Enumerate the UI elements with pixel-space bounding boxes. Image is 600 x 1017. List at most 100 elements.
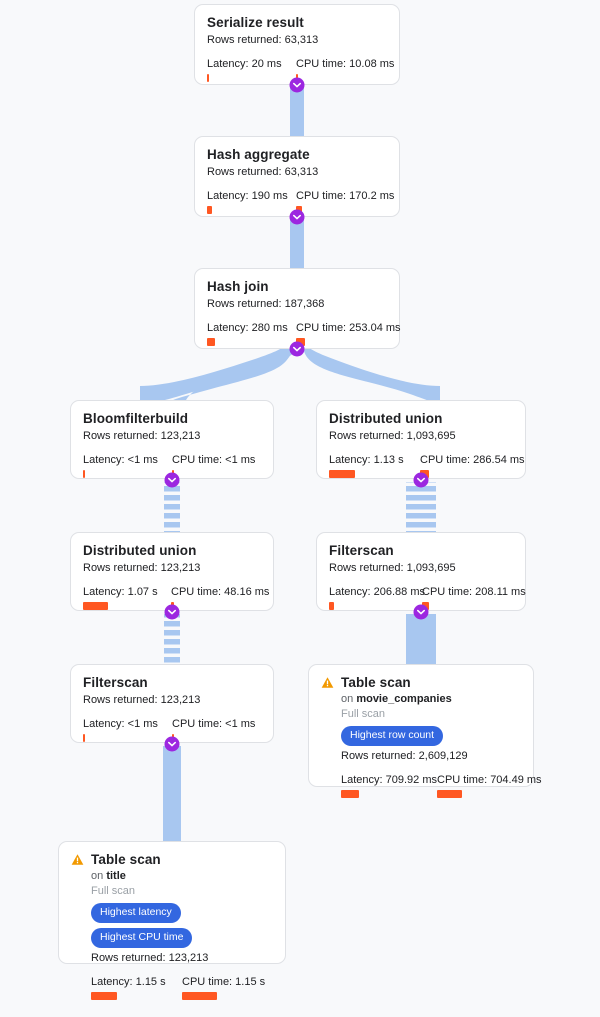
latency-label: Latency: 280 ms xyxy=(207,322,288,334)
node-metrics: Latency: 1.07 s CPU time: 48.16 ms xyxy=(83,585,269,610)
latency-bar xyxy=(83,734,85,742)
latency-label: Latency: 190 ms xyxy=(207,190,288,202)
cpu-time-bar xyxy=(296,338,305,346)
chevron-down-icon xyxy=(289,209,305,225)
connector-distributed-union-left[interactable] xyxy=(164,604,180,620)
cpu-time-bar xyxy=(182,992,217,1000)
latency-label: Latency: 1.07 s xyxy=(83,586,158,598)
badge: Highest CPU time xyxy=(91,928,193,948)
connector-hash-join[interactable] xyxy=(289,341,305,357)
node-metrics: Latency: 190 ms CPU time: 170.2 ms xyxy=(207,189,395,214)
node-rows-returned: Rows returned: 63,313 xyxy=(207,166,319,178)
connector-filterscan-right[interactable] xyxy=(413,604,429,620)
latency-metric: Latency: <1 ms xyxy=(83,717,172,742)
node-title: Hash join xyxy=(207,279,269,294)
badge-list: Highest row count xyxy=(341,726,521,746)
latency-bar xyxy=(329,602,334,610)
edge-hashaggregate-hashjoin xyxy=(290,217,304,271)
node-metrics: Latency: 20 ms CPU time: 10.08 ms xyxy=(207,57,394,82)
edge-distributedunion-filterscan xyxy=(406,482,436,534)
node-metrics: Latency: 1.13 s CPU time: 286.54 ms xyxy=(329,453,525,478)
on-prefix: on xyxy=(341,693,354,705)
latency-metric: Latency: 280 ms xyxy=(207,321,296,346)
latency-bar xyxy=(341,790,359,798)
node-title: Distributed union xyxy=(329,411,443,426)
cpu-time-metric: CPU time: 208.11 ms xyxy=(422,585,526,610)
latency-metric: Latency: 1.13 s xyxy=(329,453,420,478)
chevron-down-icon xyxy=(413,604,429,620)
node-metrics: Latency: 1.15 s CPU time: 1.15 s xyxy=(91,975,273,1000)
latency-label: Latency: 20 ms xyxy=(207,58,282,70)
chevron-down-icon xyxy=(289,77,305,93)
connector-bloomfilterbuild[interactable] xyxy=(164,472,180,488)
cpu-time-label: CPU time: 253.04 ms xyxy=(296,322,401,334)
chevron-down-icon xyxy=(289,341,305,357)
connector-serialize-result[interactable] xyxy=(289,77,305,93)
node-rows-returned: Rows returned: 123,213 xyxy=(91,952,209,964)
connector-hash-aggregate[interactable] xyxy=(289,209,305,225)
node-title: Hash aggregate xyxy=(207,147,310,162)
connector-filterscan-left[interactable] xyxy=(164,736,180,752)
cpu-time-metric: CPU time: 10.08 ms xyxy=(296,57,394,82)
cpu-time-label: CPU time: 286.54 ms xyxy=(420,454,525,466)
latency-metric: Latency: 20 ms xyxy=(207,57,296,82)
node-rows-returned: Rows returned: 187,368 xyxy=(207,298,325,310)
warning-icon xyxy=(321,676,334,694)
edge-bloomfilterbuild-distributedunion xyxy=(164,482,180,534)
node-subject: on movie_companies xyxy=(341,692,521,707)
node-metrics: Latency: 280 ms CPU time: 253.04 ms xyxy=(207,321,401,346)
latency-bar xyxy=(207,206,212,214)
latency-bar xyxy=(329,470,355,478)
node-scan-type: Full scan xyxy=(341,708,386,720)
edge-filterscan-tablescan-title xyxy=(163,746,181,843)
node-rows-returned: Rows returned: 123,213 xyxy=(83,562,201,574)
cpu-time-metric: CPU time: <1 ms xyxy=(172,453,261,478)
node-title: Filterscan xyxy=(83,675,148,690)
latency-metric: Latency: 1.07 s xyxy=(83,585,171,610)
node-subject-name: title xyxy=(106,870,126,882)
cpu-time-metric: CPU time: 253.04 ms xyxy=(296,321,401,346)
node-title: Serialize result xyxy=(207,15,304,30)
edge-filterscan-tablescan-movie-companies xyxy=(406,614,436,666)
latency-label: Latency: 1.15 s xyxy=(91,976,166,988)
latency-label: Latency: 206.88 ms xyxy=(329,586,426,598)
edge-serialize-hashaggregate xyxy=(290,85,304,139)
latency-label: Latency: 1.13 s xyxy=(329,454,404,466)
node-title: Bloomfilterbuild xyxy=(83,411,189,426)
chevron-down-icon xyxy=(413,472,429,488)
cpu-time-metric: CPU time: 170.2 ms xyxy=(296,189,395,214)
node-subject-name: movie_companies xyxy=(356,693,452,705)
cpu-time-metric: CPU time: 1.15 s xyxy=(182,975,273,1000)
chevron-down-icon xyxy=(164,736,180,752)
latency-bar xyxy=(91,992,117,1000)
latency-metric: Latency: 1.15 s xyxy=(91,975,182,1000)
node-rows-returned: Rows returned: 63,313 xyxy=(207,34,319,46)
badge: Highest latency xyxy=(91,903,181,923)
node-subject: on title xyxy=(91,869,273,884)
edge-hashjoin-distributedunion-band xyxy=(304,344,440,404)
node-rows-returned: Rows returned: 2,609,129 xyxy=(341,750,468,762)
latency-metric: Latency: 709.92 ms xyxy=(341,773,437,798)
cpu-time-label: CPU time: 208.11 ms xyxy=(422,586,526,598)
cpu-time-metric: CPU time: 48.16 ms xyxy=(171,585,269,610)
connector-distributed-union-right[interactable] xyxy=(413,472,429,488)
badge: Highest row count xyxy=(341,726,444,746)
latency-bar xyxy=(207,74,209,82)
cpu-time-label: CPU time: 170.2 ms xyxy=(296,190,395,202)
latency-bar xyxy=(207,338,215,346)
warning-icon xyxy=(71,853,84,871)
node-rows-returned: Rows returned: 1,093,695 xyxy=(329,430,456,442)
